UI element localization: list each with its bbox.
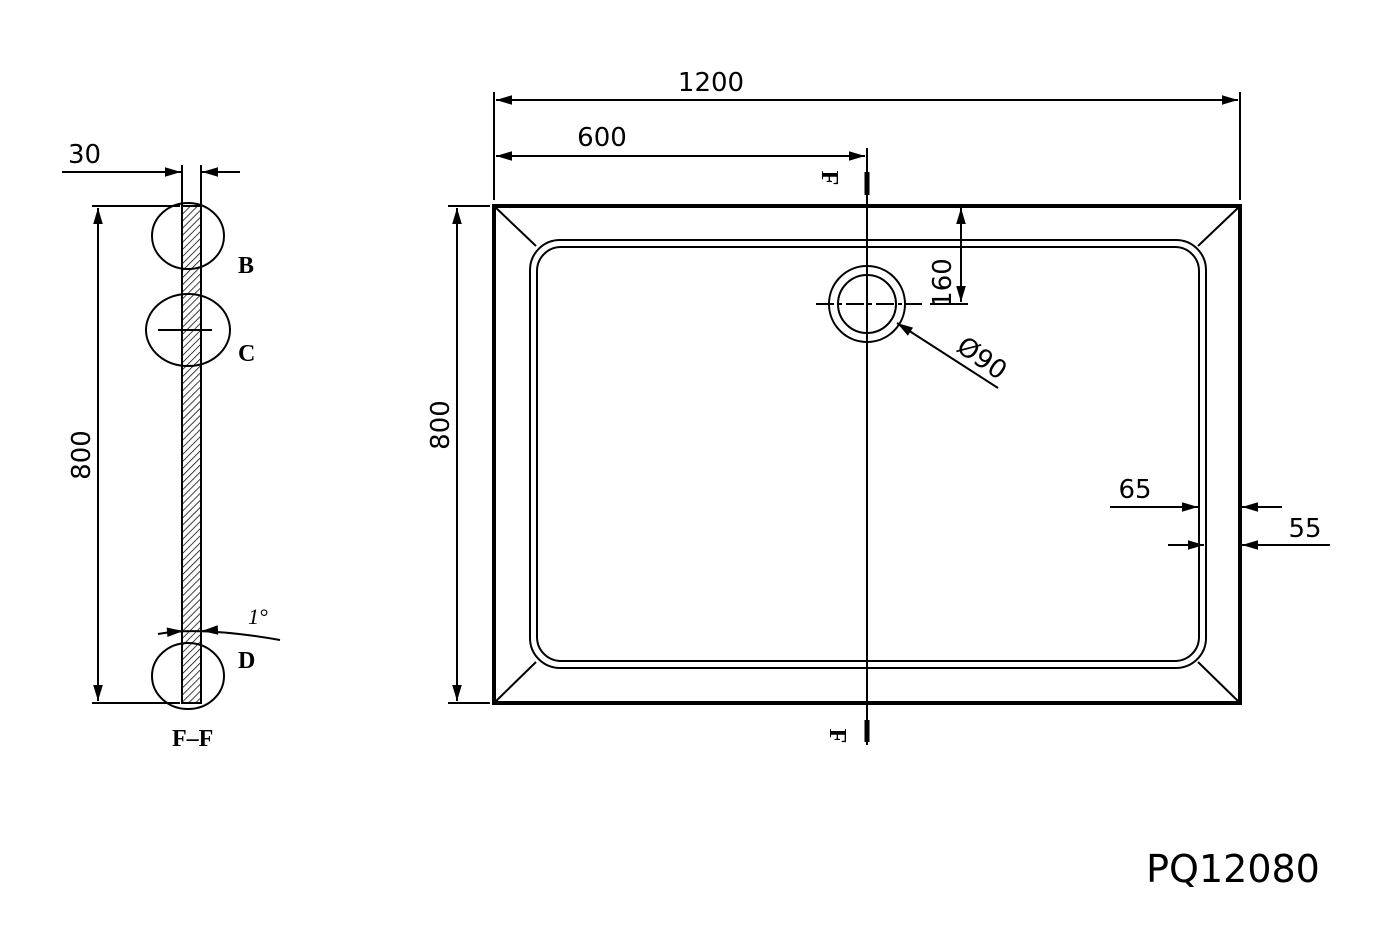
detail-label-d: D [238, 648, 255, 674]
section-mark-top: F [816, 171, 842, 186]
slope-label: 1° [248, 604, 268, 629]
model-number: PQ12080 [1146, 847, 1320, 891]
detail-circle-c [145, 293, 231, 367]
drain-offset-dim: 160 [928, 258, 958, 308]
drain-diameter-leader [896, 322, 999, 389]
section-view: 30 800 B C D F–F 1° [62, 140, 281, 752]
detail-circle-b [151, 202, 225, 270]
section-title: F–F [172, 726, 213, 752]
thickness-dim: 30 [68, 140, 101, 170]
section-profile [181, 205, 202, 704]
detail-circle-d [151, 642, 225, 710]
section-mark-bottom: F [824, 729, 850, 744]
section-depth-dim: 800 [67, 430, 97, 480]
rim-inner-dim: 65 [1118, 475, 1151, 505]
detail-label-c: C [238, 341, 255, 367]
width-dim: 1200 [678, 68, 744, 98]
depth-dim: 800 [426, 400, 456, 450]
rim-outer-dim: 55 [1288, 514, 1321, 544]
half-width-dim: 600 [577, 123, 627, 153]
plan-view: F F 160 Ø90 1200 600 800 65 55 [426, 68, 1330, 745]
detail-label-b: B [238, 253, 254, 279]
